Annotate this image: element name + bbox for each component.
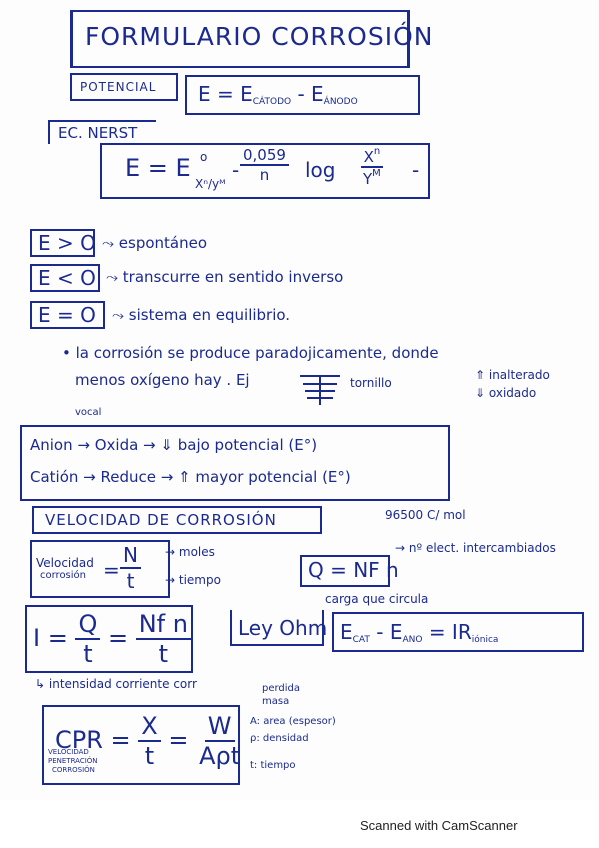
potencial-formula-box: [185, 75, 420, 115]
nernst-e0: o: [200, 150, 208, 164]
note-line2: menos oxígeno hay . Ej: [75, 371, 250, 389]
intensidad-frac2: Nf n t: [135, 610, 191, 668]
cpr-frac2: W Aρt: [199, 712, 241, 770]
velocidad-t: t: [126, 569, 135, 593]
potencial-minus: - E: [297, 82, 324, 106]
velocidad-moles: → moles: [165, 545, 215, 559]
page-title: FORMULARIO CORROSIÓN: [85, 22, 434, 51]
potencial-label-box: [70, 73, 178, 101]
ion-cation: Catión → Reduce → ⇑ mayor potencial (E°): [30, 468, 351, 486]
electrones-label: → nº elect. intercambiados: [395, 541, 556, 555]
intensidad-I: I: [33, 624, 41, 652]
note-tornillo: tornillo: [350, 376, 392, 390]
ohm-formula: ECAT - EANO = IRiónica: [340, 620, 499, 645]
nernst-frac: 0,059 n: [240, 146, 289, 184]
cond-label-1: E > O: [38, 231, 96, 255]
cond-box-3: [30, 301, 105, 329]
ion-box: [20, 425, 450, 501]
cpr-densidad: ρ: densidad: [250, 733, 309, 744]
potencial-an-sub: ÁNODO: [323, 97, 358, 107]
cond-box-2: [30, 264, 100, 292]
carga-label: carga que circula: [325, 592, 429, 606]
nernst-label-box: [48, 120, 156, 144]
ion-vocal: vocal: [75, 407, 102, 418]
cpr-masa: masa: [262, 696, 290, 707]
velocidad-tiempo: → tiempo: [165, 573, 221, 587]
nernst-xn: Xn: [360, 146, 384, 168]
cpr-caption1: VELOCIDAD: [48, 748, 89, 756]
cond-label-2: E < O: [38, 266, 96, 290]
faraday-constant: 96500 C/ mol: [385, 508, 466, 522]
cpr-label: CPR: [55, 726, 103, 754]
velocidad-label2: corrosión: [40, 570, 87, 581]
intensidad-frac1: Q t: [75, 610, 101, 668]
cond-text-2: ⤳ transcurre en sentido inverso: [106, 268, 344, 286]
cpr-area: A: area (espesor): [250, 716, 336, 727]
potencial-formula: E = ECÁTODO - EÁNODO: [198, 82, 358, 107]
nernst-ym: YM: [363, 168, 381, 188]
q-formula: Q = NF n: [308, 558, 399, 582]
cond-text-3: ⤳ sistema en equilibrio.: [112, 306, 291, 324]
cpr-caption2: PENETRACIÓN: [48, 757, 98, 765]
cpr-perdida: perdida: [262, 683, 301, 694]
note-oxidado: ⇓ oxidado: [475, 386, 537, 400]
nernst-formula-box: [100, 143, 430, 199]
nernst-log-fraction: Xn YM: [360, 146, 384, 188]
cond-text-1: ⤳ espontáneo: [102, 234, 208, 252]
cpr-frac1: X t: [138, 712, 161, 770]
ohm-label: Ley Ohm: [238, 616, 328, 640]
nernst-xy-frac: Xⁿ/yᴹ: [195, 177, 226, 191]
cpr-formula: CPR = X t = W Aρt: [55, 712, 243, 770]
potencial-cat-sub: CÁTODO: [252, 97, 292, 107]
scanner-watermark: Scanned with CamScanner: [360, 818, 518, 833]
scanned-page: FORMULARIO CORROSIÓN POTENCIAL E = ECÁTO…: [20, 10, 584, 785]
intensidad-caption: ↳ intensidad corriente corr: [35, 677, 197, 691]
ion-anion: Anion → Oxida → ⇓ bajo potencial (E°): [30, 436, 318, 454]
nernst-E: E = E: [125, 154, 191, 182]
velocidad-header-box: [32, 506, 322, 534]
note-inalterado: ⇑ inalterado: [475, 368, 550, 382]
nernst-label: EC. NERST: [58, 124, 138, 142]
potencial-label: POTENCIAL: [80, 80, 157, 94]
nernst-log-frac: Xn YM: [360, 146, 384, 188]
ohm-formula-box: [332, 612, 584, 652]
nernst-minus: -: [232, 158, 240, 182]
velocidad-eq: =: [103, 558, 120, 582]
cpr-caption3: CORROSIÓN: [52, 766, 95, 774]
nernst-tail: -: [412, 158, 420, 182]
velocidad-header: VELOCIDAD DE CORROSIÓN: [45, 511, 277, 529]
nernst-fraction: 0,059 n: [240, 146, 289, 184]
velocidad-N: N: [120, 543, 141, 569]
title-box: [70, 10, 410, 68]
intensidad-box: [25, 605, 193, 673]
velocidad-label1: Velocidad: [36, 556, 94, 570]
nernst-log: log: [305, 158, 336, 182]
velocidad-formula-box: [30, 540, 170, 598]
cpr-box: [42, 705, 240, 785]
velocidad-frac-wrap: N t: [120, 543, 141, 593]
cpr-tiempo: t: tiempo: [250, 760, 296, 771]
cond-box-1: [30, 229, 95, 257]
intensidad-formula: I = Q t = Nf n t: [33, 610, 191, 668]
note-line1: • la corrosión se produce paradojicament…: [62, 344, 439, 362]
q-formula-box: [300, 555, 390, 587]
nernst-den: n: [259, 166, 270, 184]
nernst-num: 0,059: [240, 146, 289, 166]
potencial-e: E = E: [198, 82, 253, 106]
ohm-label-box: [230, 610, 324, 646]
cond-label-3: E = O: [38, 303, 96, 327]
velocidad-frac: N t: [120, 543, 141, 593]
